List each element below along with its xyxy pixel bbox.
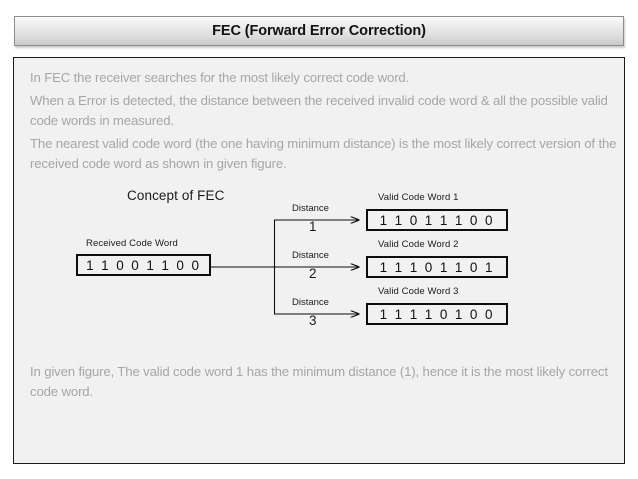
distance-1-value: 1: [309, 219, 317, 234]
valid-code-word-2-box: 1 1 1 0 1 1 0 1: [366, 256, 508, 278]
distance-3-label: Distance: [292, 297, 329, 308]
slide-title-bar: FEC (Forward Error Correction): [14, 16, 624, 46]
received-code-word-label: Received Code Word: [86, 238, 178, 249]
valid-code-word-2-label: Valid Code Word 2: [378, 239, 459, 250]
paragraph-intro: In FEC the receiver searches for the mos…: [30, 70, 410, 85]
distance-3-value: 3: [309, 313, 317, 328]
slide-content-panel: In FEC the receiver searches for the mos…: [13, 57, 625, 464]
page-title: FEC (Forward Error Correction): [212, 23, 426, 39]
paragraph-error-detected: When a Error is detected, the distance b…: [30, 93, 608, 128]
figure-heading: Concept of FEC: [127, 188, 225, 203]
fec-concept-figure: Concept of FEC Received Code Word 1 1 0 …: [14, 186, 626, 354]
valid-code-word-3-label: Valid Code Word 3: [378, 286, 459, 297]
valid-code-word-1-box: 1 1 0 1 1 1 0 0: [366, 209, 508, 231]
valid-code-word-3-box: 1 1 1 1 0 1 0 0: [366, 303, 508, 325]
figure-connector-lines: [14, 186, 626, 354]
paragraph-nearest-valid: The nearest valid code word (the one hav…: [30, 136, 617, 171]
paragraph-conclusion: In given figure, The valid code word 1 h…: [30, 364, 608, 399]
distance-1-label: Distance: [292, 203, 329, 214]
valid-code-word-1-label: Valid Code Word 1: [378, 192, 459, 203]
distance-2-value: 2: [309, 266, 317, 281]
distance-2-label: Distance: [292, 250, 329, 261]
received-code-word-box: 1 1 0 0 1 1 0 0: [76, 254, 211, 276]
